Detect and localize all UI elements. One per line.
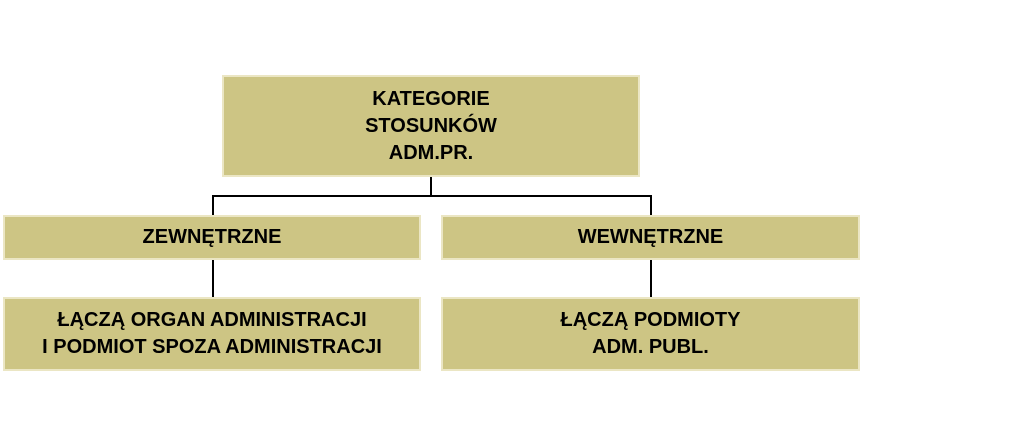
connector-right-drop — [650, 195, 652, 215]
detail-internal-line-2: ADM. PUBL. — [592, 336, 709, 358]
root-box: KATEGORIE STOSUNKÓW ADM.PR. — [222, 75, 640, 177]
category-external-label: ZEWNĘTRZNE — [142, 226, 282, 248]
root-title-line-2: STOSUNKÓW — [365, 114, 497, 137]
category-internal-label: WEWNĘTRZNE — [577, 226, 724, 248]
detail-external-line-1: ŁĄCZĄ ORGAN ADMINISTRACJI — [57, 309, 367, 331]
root-title-line-3: ADM.PR. — [388, 141, 474, 164]
connector-root-stem — [430, 177, 432, 196]
connector-horizontal-bar — [212, 195, 652, 197]
category-internal-box: WEWNĘTRZNE — [441, 215, 860, 260]
detail-internal-box: ŁĄCZĄ PODMIOTY ADM. PUBL. — [441, 297, 860, 371]
connector-left-lower — [212, 260, 214, 297]
root-title-line-1: KATEGORIE — [372, 87, 490, 110]
connector-left-drop — [212, 195, 214, 215]
detail-external-line-2: I PODMIOT SPOZA ADMINISTRACJI — [42, 336, 382, 358]
category-external-box: ZEWNĘTRZNE — [3, 215, 421, 260]
detail-external-box: ŁĄCZĄ ORGAN ADMINISTRACJI I PODMIOT SPOZ… — [3, 297, 421, 371]
detail-internal-line-1: ŁĄCZĄ PODMIOTY — [560, 309, 741, 331]
connector-right-lower — [650, 260, 652, 297]
